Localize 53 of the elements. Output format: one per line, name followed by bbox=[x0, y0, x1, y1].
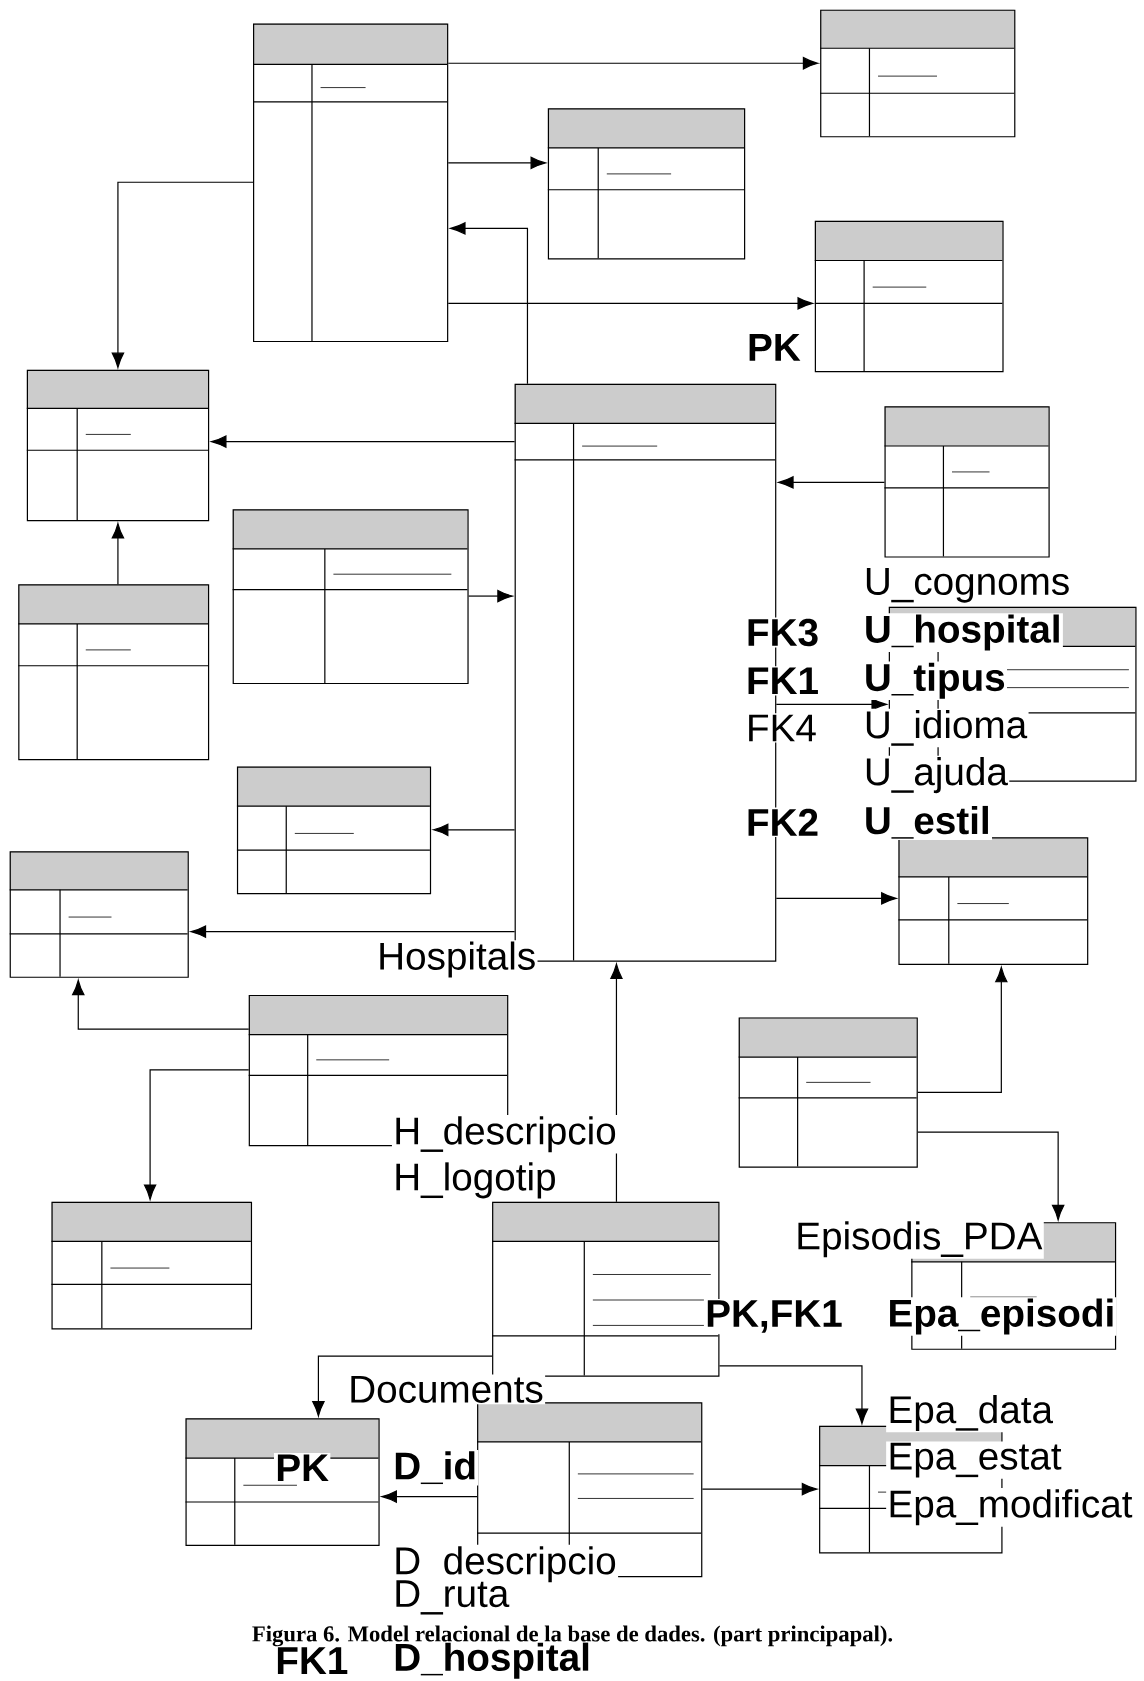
arrow bbox=[701, 1482, 818, 1496]
table-box bbox=[184, 1418, 380, 1547]
column-name: Epa_modificat bbox=[886, 1488, 1134, 1527]
table-box bbox=[819, 9, 1016, 138]
column-name: Epa_episodi bbox=[886, 1297, 1117, 1336]
column-name: Epa_estat bbox=[886, 1441, 1063, 1479]
arrow bbox=[312, 1355, 493, 1417]
table-box bbox=[897, 837, 1089, 965]
table-name: Hospitals bbox=[375, 940, 538, 979]
column-name: D_id bbox=[391, 1449, 479, 1486]
arrow bbox=[447, 57, 819, 70]
arrow bbox=[447, 156, 547, 170]
table-name: Documents bbox=[346, 1374, 546, 1405]
column-name: U_hospital bbox=[862, 613, 1063, 652]
arrow bbox=[111, 181, 254, 369]
arrow bbox=[143, 1069, 250, 1200]
arrow bbox=[775, 698, 887, 711]
arrow bbox=[381, 1490, 478, 1503]
table-box bbox=[236, 766, 432, 895]
arrow bbox=[775, 892, 897, 905]
table-box bbox=[232, 509, 469, 685]
arrow bbox=[447, 297, 813, 310]
arrow bbox=[917, 1131, 1065, 1221]
arrow bbox=[917, 966, 1008, 1094]
arrow bbox=[778, 476, 886, 489]
column-name: U_idioma bbox=[862, 708, 1029, 748]
arrow bbox=[111, 522, 125, 585]
arrow bbox=[190, 925, 516, 938]
table-box bbox=[50, 1201, 253, 1330]
arrow bbox=[450, 222, 529, 385]
arrow bbox=[468, 589, 513, 603]
column-name: H_logotip bbox=[391, 1161, 558, 1200]
column-name: U_tipus bbox=[862, 661, 1008, 701]
table-box bbox=[883, 406, 1050, 558]
table-box bbox=[17, 584, 210, 761]
key-marker: PK bbox=[745, 332, 803, 362]
arrow bbox=[211, 435, 516, 448]
column-name: U_estil bbox=[862, 804, 993, 840]
table-box bbox=[252, 23, 449, 343]
column-name: Epa_data bbox=[886, 1393, 1055, 1433]
table-box bbox=[814, 220, 1004, 373]
arrow bbox=[718, 1365, 869, 1425]
table-box bbox=[547, 108, 746, 260]
arrow bbox=[432, 823, 516, 836]
table-box bbox=[9, 851, 189, 978]
key-marker: FK1 bbox=[274, 1646, 350, 1676]
table-box bbox=[26, 369, 210, 522]
table-box bbox=[738, 1017, 918, 1168]
table-name: Episodis_PDA bbox=[794, 1219, 1044, 1259]
column-name: U_cognoms bbox=[862, 566, 1072, 604]
column-name: H_descripcio bbox=[391, 1114, 619, 1154]
arrow bbox=[72, 979, 250, 1030]
column-name: U_ajuda bbox=[862, 755, 1010, 795]
